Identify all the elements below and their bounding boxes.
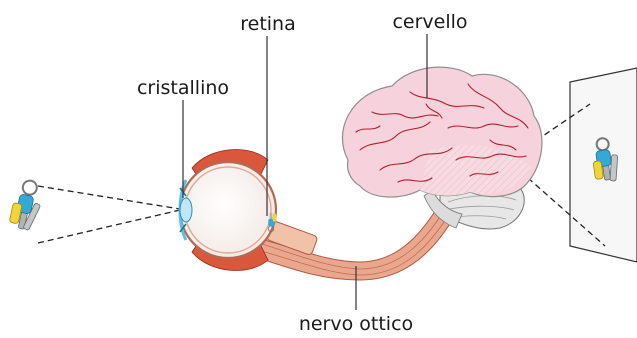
label-cervello: cervello <box>392 11 467 33</box>
label-cristallino: cristallino <box>137 77 229 99</box>
label-retina: retina <box>240 13 296 35</box>
eyeball <box>180 150 276 271</box>
label-nervo-ottico: nervo ottico <box>299 313 413 335</box>
brain-cerebrum <box>342 67 541 197</box>
crystalline-lens <box>180 198 192 222</box>
